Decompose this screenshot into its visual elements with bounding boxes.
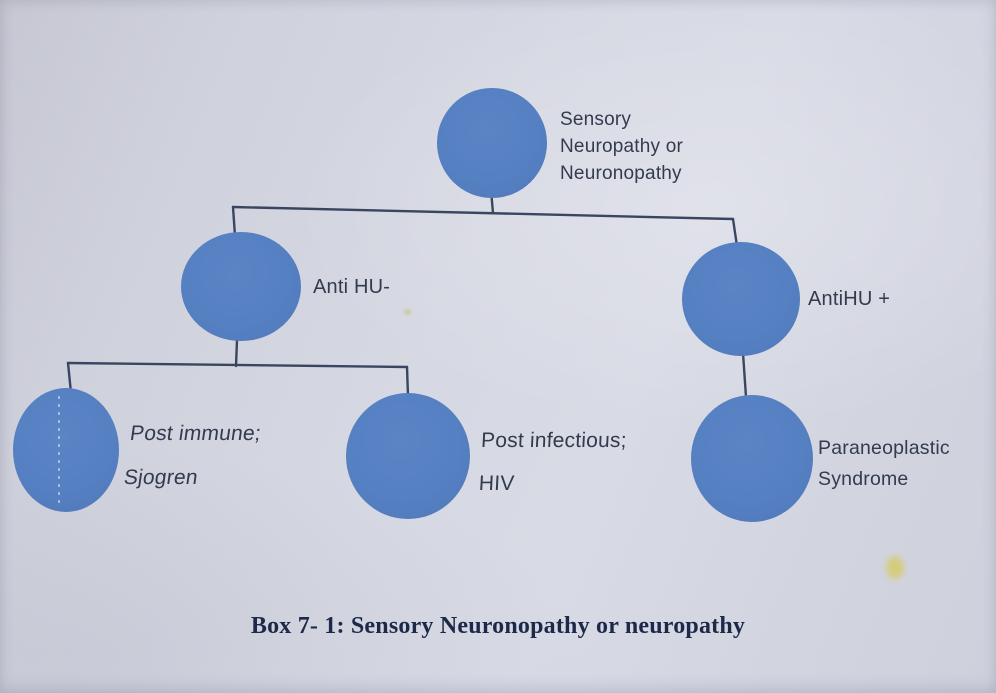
connector-anti-hu-neg-stub: [234, 338, 239, 368]
node-label-anti-hu-positive: AntiHU +: [808, 288, 891, 310]
node-circle-paraneoplastic: [691, 395, 813, 522]
node-label-paraneoplastic: Paraneoplastic Syndrome: [818, 437, 950, 490]
node-circle-anti-hu-positive: [682, 242, 800, 356]
node-circle-sensory: [437, 88, 547, 198]
connector-drop-anti-hu-pos: [731, 217, 739, 248]
connector-drop-anti-hu-neg: [231, 205, 237, 238]
node-circle-post-infectious: [346, 393, 470, 519]
node-label-sensory: Sensory Neuropathy or Neuronopathy: [560, 109, 684, 184]
node-label-post-infectious: Post infectious; HIV: [478, 429, 628, 495]
paper-crease-artifact: [58, 396, 60, 508]
node-circle-post-immune: [13, 388, 119, 512]
connector-anti-hu-pos-to-paraneoplastic: [741, 351, 748, 399]
node-label-post-immune: Post immune; Sjogren: [122, 422, 263, 489]
paper-stain-small: [404, 309, 411, 315]
node-label-anti-hu-negative: Anti HU-: [313, 276, 391, 298]
figure-caption: Box 7- 1: Sensory Neuronopathy or neurop…: [250, 613, 746, 639]
connector-drop-post-infectious: [405, 365, 410, 398]
connector-level2-horizontal: [66, 361, 409, 369]
connector-level1-horizontal: [231, 205, 735, 221]
node-circle-anti-hu-negative: [181, 232, 301, 341]
paper-stain-large: [886, 556, 904, 579]
